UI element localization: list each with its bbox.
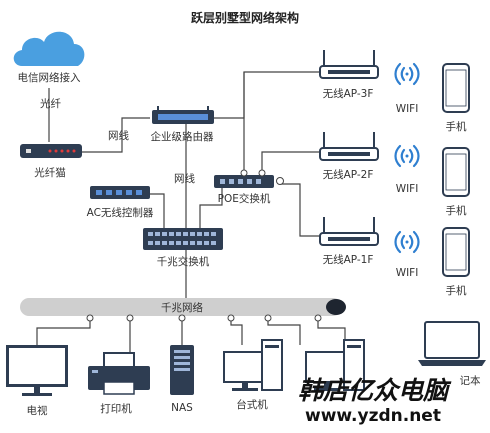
modem-icon: [20, 144, 82, 158]
laptop-label: 记本: [460, 374, 481, 387]
wifi-2f-label: WIFI: [396, 183, 419, 195]
wifi-icon: [394, 62, 420, 86]
tv-icon: [6, 345, 68, 396]
network-cable-label-1: 网线: [108, 129, 129, 142]
isp-label: 电信网络接入: [18, 71, 81, 84]
desktop-icon: [305, 339, 365, 391]
wifi-1f-label: WIFI: [396, 267, 419, 279]
ap-3f-label: 无线AP-3F: [323, 87, 374, 100]
nas-icon: [170, 345, 194, 395]
phone-icon: [442, 147, 470, 197]
ap-1f-label: 无线AP-1F: [323, 253, 374, 266]
backbone-label: 千兆网络: [161, 301, 203, 314]
wifi-icon: [394, 230, 420, 254]
access-point-icon: [319, 132, 379, 161]
phone-3f-label: 手机: [446, 120, 467, 133]
ap-2f-label: 无线AP-2F: [323, 168, 374, 181]
phone-icon: [442, 227, 470, 277]
ac-controller-label: AC无线控制器: [87, 206, 154, 219]
tv-label: 电视: [27, 404, 48, 417]
network-cable-label-2: 网线: [174, 172, 195, 185]
wifi-3f-label: WIFI: [396, 103, 419, 115]
cloud-icon: [13, 31, 85, 66]
nas-label: NAS: [171, 402, 193, 414]
access-point-icon: [319, 217, 379, 246]
poe-switch-icon: [214, 169, 284, 188]
printer-icon: [88, 352, 150, 395]
ac-controller-icon: [90, 186, 150, 199]
watermark-url: www.yzdn.net: [305, 406, 441, 426]
diagram-title: 跃层别墅型网络架构: [191, 10, 299, 25]
fiber-label: 光纤: [40, 97, 61, 110]
router-label: 企业级路由器: [151, 130, 214, 143]
watermark-brand: 韩店亿众电脑: [298, 376, 452, 405]
phone-2f-label: 手机: [446, 204, 467, 217]
router-icon: [152, 106, 214, 124]
phone-1f-label: 手机: [446, 284, 467, 297]
connection-lines: [36, 71, 346, 353]
switch-icon: [143, 228, 223, 250]
laptop-icon: [418, 321, 486, 366]
desktop-icon: [223, 339, 283, 391]
printer-label: 打印机: [100, 402, 132, 415]
access-point-icon: [319, 50, 379, 79]
phone-icon: [442, 63, 470, 113]
wifi-icon: [394, 144, 420, 168]
desktop-label: 台式机: [236, 398, 268, 411]
backbone-bar: [20, 298, 346, 322]
modem-label: 光纤猫: [34, 166, 66, 179]
gigabit-switch-label: 千兆交换机: [157, 255, 210, 268]
poe-switch-label: POE交换机: [218, 192, 271, 205]
